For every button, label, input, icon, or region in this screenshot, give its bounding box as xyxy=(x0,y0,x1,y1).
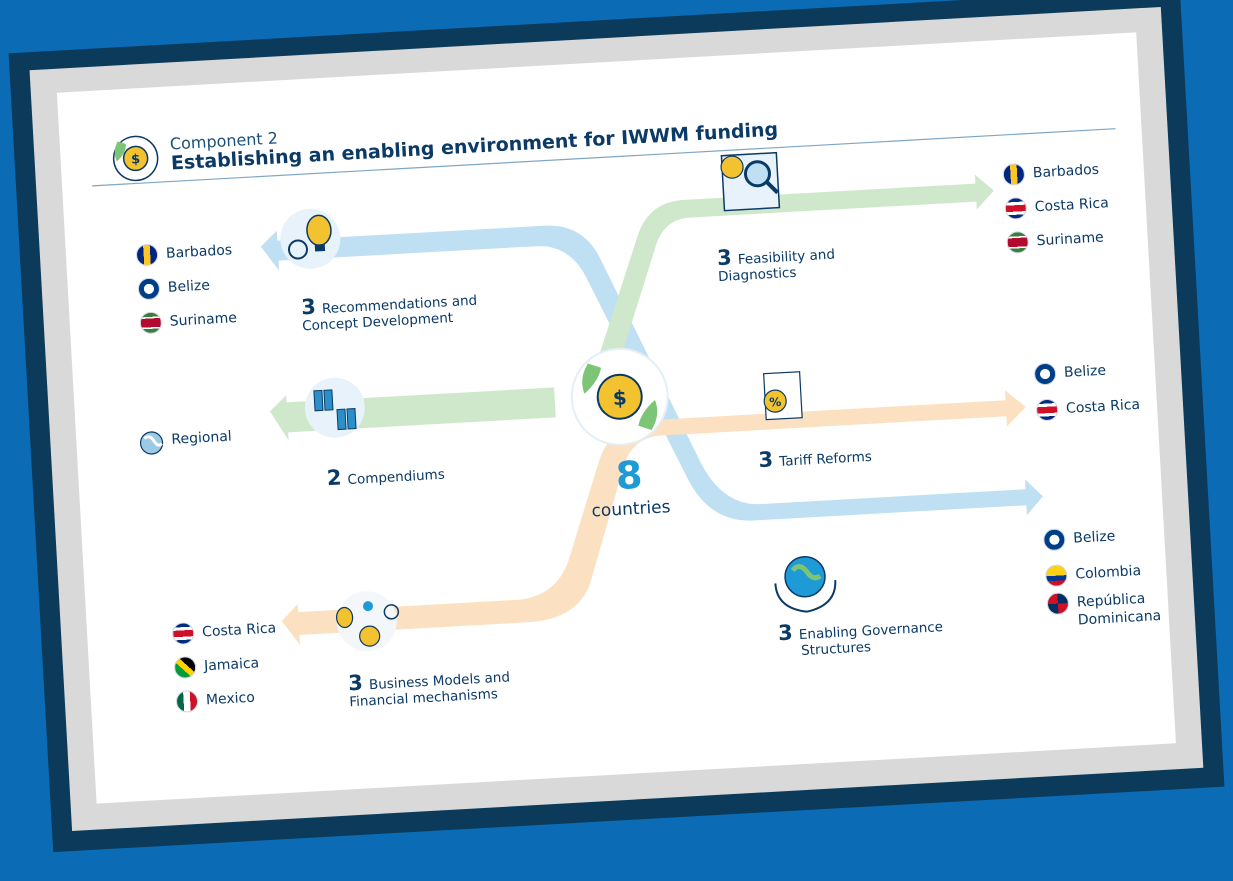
country-name: Mexico xyxy=(205,689,256,709)
country-name: Regional xyxy=(170,428,233,448)
percent-document-icon: % xyxy=(763,371,803,421)
flag-suriname-icon xyxy=(1006,230,1030,254)
books-icon xyxy=(304,377,365,438)
flag-belize-icon xyxy=(137,277,161,301)
globe-hands-icon xyxy=(774,555,837,613)
branch-count: 3 xyxy=(777,620,794,646)
gear-bulb-icon xyxy=(280,208,341,269)
country-item: Belize xyxy=(1033,351,1139,393)
country-name: Colombia xyxy=(1074,562,1142,583)
country-name: Costa Rica xyxy=(201,620,277,641)
country-item: Belize xyxy=(137,267,236,306)
country-list-tariff: Belize Costa Rica xyxy=(1033,351,1141,429)
branch-count: 3 xyxy=(716,245,733,271)
flag-belize-icon xyxy=(1042,528,1066,552)
country-name: Belize xyxy=(1063,362,1107,381)
country-item: Suriname xyxy=(1006,220,1112,260)
flag-costa-rica-icon xyxy=(1004,196,1028,220)
flag-barbados-icon xyxy=(135,243,159,267)
country-name: Costa Rica xyxy=(1034,195,1110,216)
country-item: Suriname xyxy=(139,301,238,340)
country-name: República xyxy=(1076,590,1146,611)
globe-icon xyxy=(139,431,164,455)
country-name: Suriname xyxy=(1036,229,1105,250)
flag-jamaica-icon xyxy=(173,655,197,680)
branch-count: 3 xyxy=(757,447,774,473)
country-list-governance: Belize Colombia República Dominicana xyxy=(1042,516,1162,630)
flag-barbados-icon xyxy=(1002,162,1026,187)
branch-count: 3 xyxy=(347,670,364,696)
country-item: Costa Rica xyxy=(1035,387,1141,429)
country-name: Barbados xyxy=(165,242,233,262)
country-name: Barbados xyxy=(1032,161,1100,182)
flag-belize-icon xyxy=(1033,362,1057,386)
coin-magnifier-icon xyxy=(720,151,781,212)
svg-text:$: $ xyxy=(131,152,141,167)
svg-text:%: % xyxy=(769,395,782,410)
photo-frame: $ $ xyxy=(8,0,1225,853)
country-list-business: Costa Rica Jamaica Mexico xyxy=(171,611,281,719)
flag-dominican-republic-icon xyxy=(1046,592,1070,616)
flag-mexico-icon xyxy=(175,689,199,714)
country-name: Suriname xyxy=(169,310,238,330)
country-item: Regional xyxy=(171,429,232,448)
center-count: 8 xyxy=(614,452,644,499)
country-name: Jamaica xyxy=(203,655,260,675)
flag-colombia-icon xyxy=(1044,564,1068,588)
flag-costa-rica-icon xyxy=(1035,398,1059,422)
branch-count: 2 xyxy=(326,465,343,491)
country-list-compendiums: Regional xyxy=(171,429,232,448)
svg-text:$: $ xyxy=(612,385,627,410)
branch-count: 3 xyxy=(300,294,317,320)
band-feasibility xyxy=(593,174,994,381)
country-item: Barbados xyxy=(135,233,234,272)
frame-matting: $ $ xyxy=(29,6,1204,832)
money-leaf-icon xyxy=(596,373,643,420)
country-name: Costa Rica xyxy=(1065,396,1141,417)
country-list-feasibility: Barbados Costa Rica Suriname xyxy=(1002,152,1112,260)
flow-diagram: $ $ xyxy=(92,128,1116,652)
flag-costa-rica-icon xyxy=(171,621,195,646)
country-item: Mexico xyxy=(175,679,281,719)
country-name: Belize xyxy=(167,277,211,296)
flag-suriname-icon xyxy=(139,311,163,335)
country-list-recommendations: Barbados Belize Suriname xyxy=(135,233,238,340)
header-divider xyxy=(92,128,1116,187)
infographic-card: $ $ xyxy=(56,32,1176,804)
country-name: Belize xyxy=(1072,528,1116,547)
bulb-coin-gears-icon xyxy=(335,591,400,652)
